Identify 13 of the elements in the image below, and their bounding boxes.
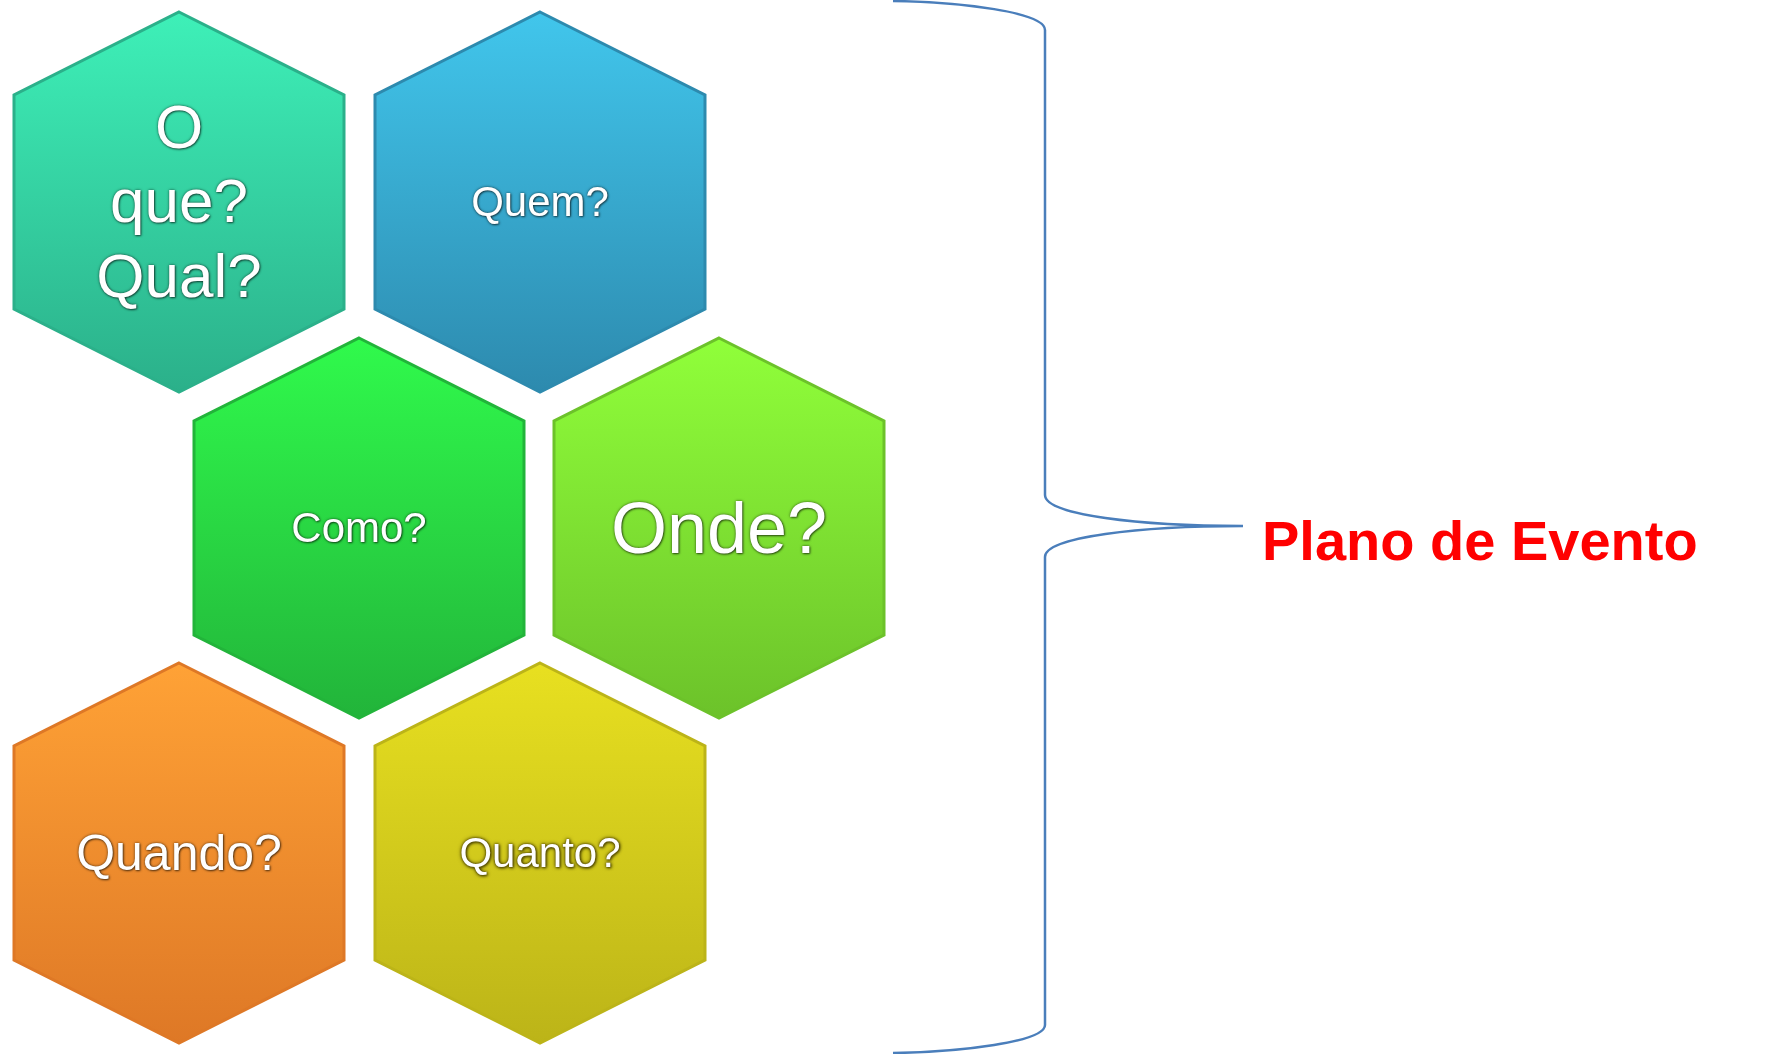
hexagon-tile xyxy=(12,10,346,394)
hexagon-tile xyxy=(373,10,707,394)
hexagon-label: O que? Qual? xyxy=(95,91,263,313)
hexagon-label: Quanto? xyxy=(458,827,622,878)
hexagon-label: Como? xyxy=(290,502,428,553)
hexagon-tile xyxy=(192,336,526,720)
hexagon-tile xyxy=(373,661,707,1045)
hexagon-label: Quem? xyxy=(470,176,610,227)
hexagon-label: Quando? xyxy=(75,824,283,883)
hexagon-tile xyxy=(12,661,346,1045)
hexagon-label: Onde? xyxy=(609,486,829,570)
diagram-label: Plano de Evento xyxy=(1262,508,1698,573)
hexagon-tile xyxy=(552,336,886,720)
